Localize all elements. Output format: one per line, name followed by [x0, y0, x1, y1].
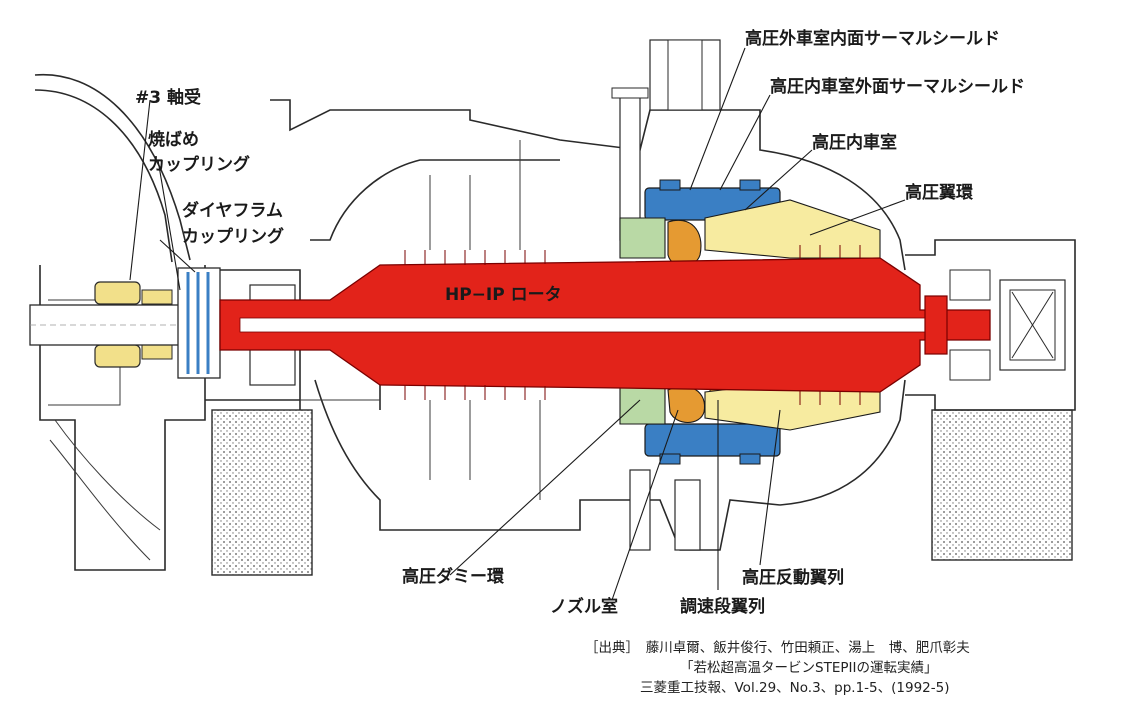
- foundation-right: [931, 409, 1073, 561]
- label-hp-blade-ring: 高圧翼環: [905, 182, 974, 203]
- citation-line-2: 「若松超高温タービンSTEPIIの運転実績」: [680, 659, 937, 676]
- label-nozzle-chamber: ノズル室: [550, 596, 618, 617]
- label-shrink-coupling-2: カップリング: [148, 154, 250, 175]
- right-bearing-pedestal: [905, 239, 1076, 411]
- hp-outer-thermal-shield-bottom: [644, 423, 781, 465]
- label-diaphragm-coupling-2: カップリング: [182, 226, 284, 247]
- outer-casing: [270, 99, 906, 551]
- hp-dummy-ring: [619, 217, 666, 425]
- label-diaphragm-coupling-1: ダイヤフラム: [182, 200, 283, 221]
- label-governing-stage: 調速段翼列: [680, 596, 765, 617]
- label-hp-reaction-blading: 高圧反動翼列: [742, 567, 844, 588]
- bearing-3: [94, 281, 173, 368]
- label-rotor: HP−IP ロータ: [445, 285, 562, 305]
- hp-blade-ring: [704, 199, 881, 431]
- top-steam-pipe: [611, 39, 721, 241]
- left-shaft-stub: [29, 304, 191, 346]
- foundation-left: [211, 409, 313, 576]
- citation-line-1: ［出典］ 藤川卓爾、飯井俊行、竹田頼正、湯上 博、肥爪彰夫: [585, 639, 970, 656]
- label-hp-outer-casing-shield: 高圧外車室内面サーマルシールド: [745, 28, 1000, 49]
- diaphragm-coupling: [177, 267, 221, 379]
- leader-lines: [129, 47, 906, 601]
- label-shrink-coupling-1: 焼ばめ: [148, 129, 199, 150]
- citation-line-3: 三菱重工技報、Vol.29、No.3、pp.1-5、(1992-5): [640, 680, 950, 696]
- label-hp-inner-casing-shield: 高圧内車室外面サーマルシールド: [770, 76, 1025, 97]
- bottom-steam-pipe: [629, 469, 701, 551]
- label-hp-inner-casing: 高圧内車室: [812, 132, 897, 153]
- hp-ip-rotor: [219, 245, 991, 405]
- label-hp-dummy-ring: 高圧ダミー環: [402, 566, 505, 587]
- label-bearing-3: #3 軸受: [135, 87, 201, 108]
